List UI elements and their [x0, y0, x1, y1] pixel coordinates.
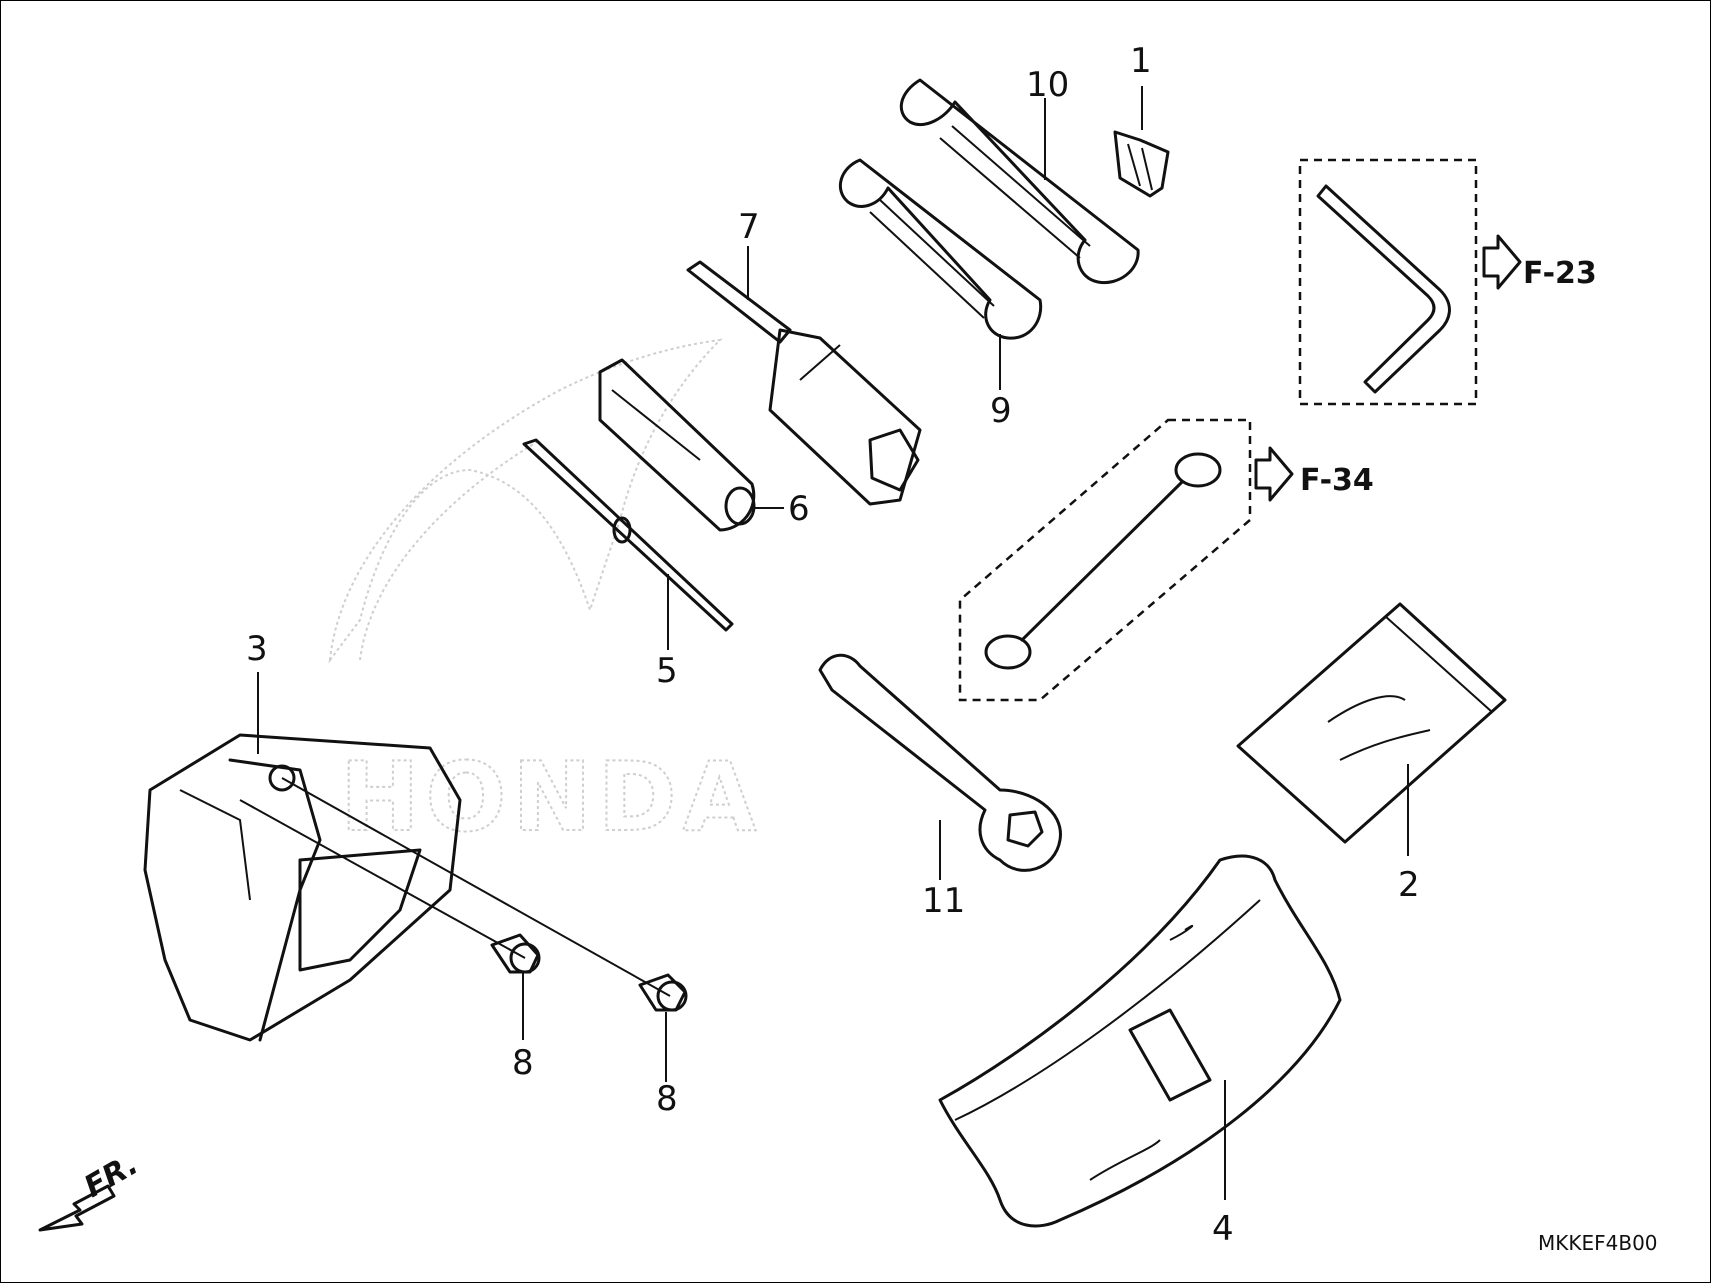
ref-f34-label: F-34	[1300, 463, 1374, 498]
handle-6-icon	[598, 358, 756, 532]
callout-11: 11	[922, 881, 965, 921]
callout-1: 1	[1130, 41, 1152, 81]
tool-bag-4-icon	[938, 854, 1342, 1228]
tool-box-3-icon	[143, 733, 462, 1042]
front-arrow-icon	[38, 1184, 116, 1232]
ref-box-f23	[1298, 158, 1478, 406]
leader-lines	[239, 86, 1409, 1200]
callout-5: 5	[656, 651, 678, 691]
honda-watermark: HONDA	[328, 338, 762, 854]
clip-1-icon	[1113, 130, 1170, 198]
ref-box-f34	[958, 418, 1252, 702]
callout-7: 7	[738, 207, 760, 247]
screw-8-right-icon	[638, 973, 688, 1012]
ref-f23-label: F-23	[1523, 256, 1597, 291]
part-code: MKKEF4B00	[1538, 1231, 1658, 1255]
callout-3: 3	[246, 629, 268, 669]
box-wrench-11-icon	[818, 653, 1062, 872]
wrench-9-icon	[838, 158, 1043, 340]
watermark-text: HONDA	[340, 743, 762, 853]
callout-8-left: 8	[512, 1043, 534, 1083]
manual-2-icon	[1236, 602, 1507, 844]
callout-6: 6	[788, 489, 810, 529]
socket-wrench-7-icon	[686, 260, 922, 506]
wrench-10-icon	[899, 78, 1140, 285]
screw-8-left-icon	[490, 933, 541, 974]
callout-9: 9	[990, 391, 1012, 431]
callout-10: 10	[1026, 65, 1069, 105]
callout-8-right: 8	[656, 1079, 678, 1119]
arrow-f34-icon	[1254, 446, 1294, 502]
arrow-f23-icon	[1482, 234, 1522, 290]
callout-4: 4	[1212, 1209, 1234, 1249]
callout-2: 2	[1398, 865, 1420, 905]
screwdriver-5-icon	[522, 438, 734, 632]
